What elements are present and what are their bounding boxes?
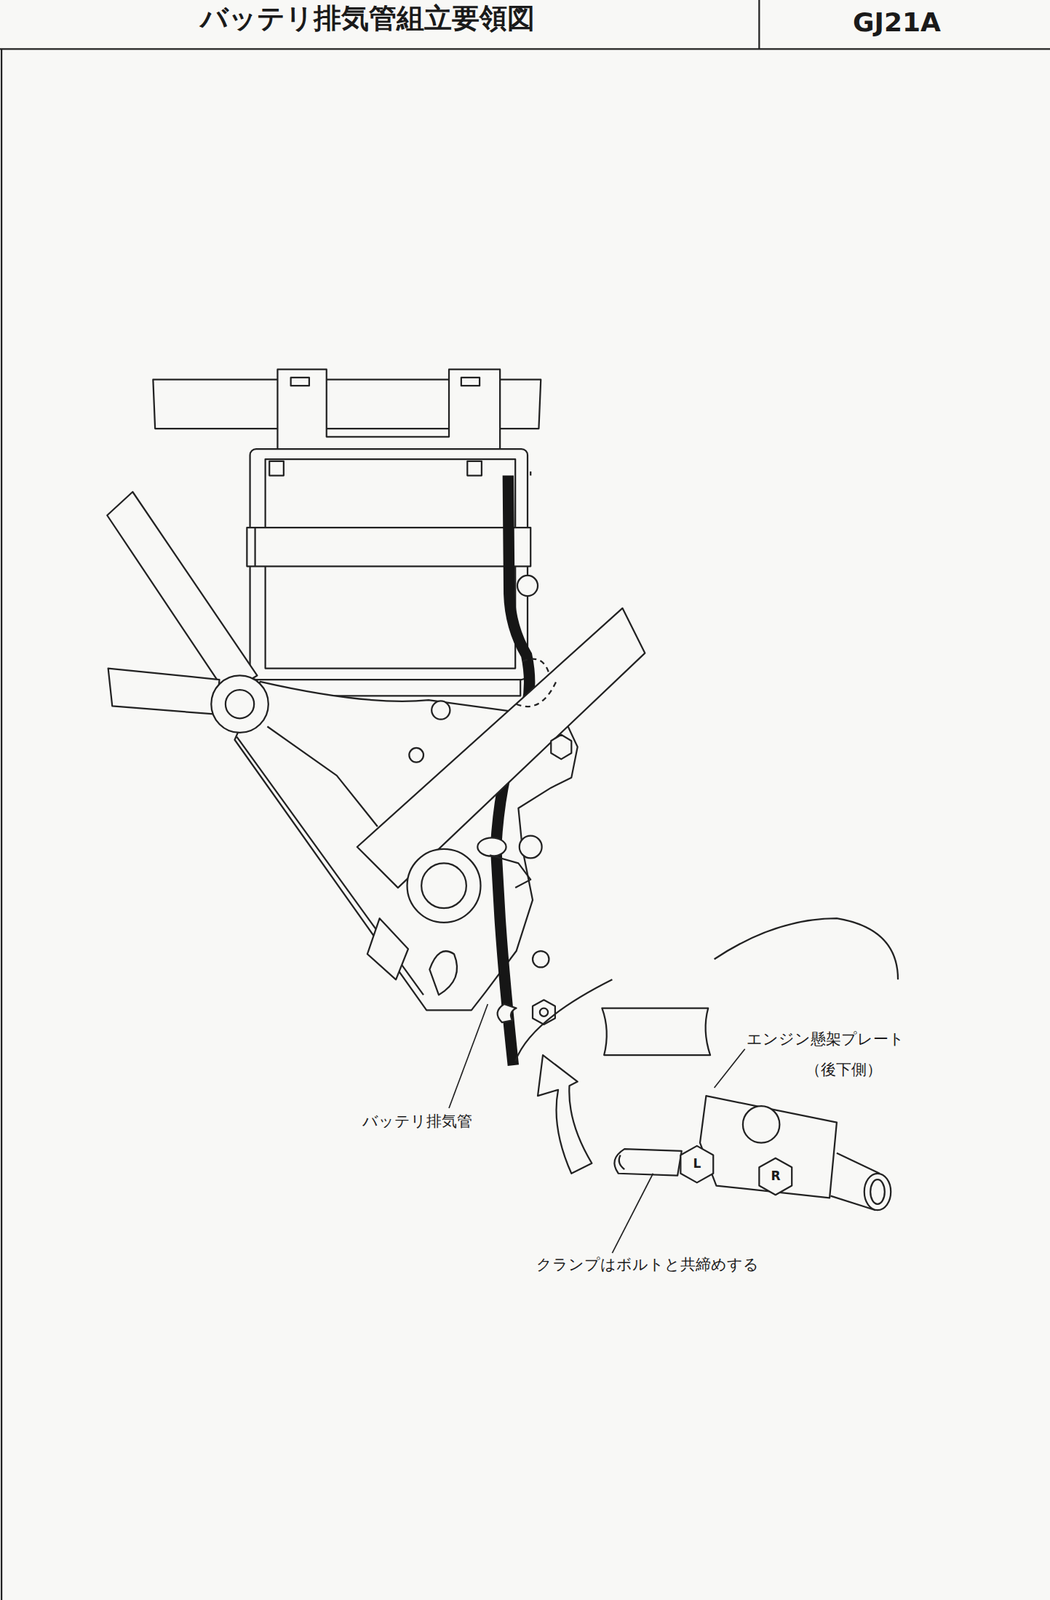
line-art bbox=[211, 675, 269, 733]
line-art bbox=[269, 461, 284, 476]
line-art bbox=[516, 659, 557, 707]
line-art bbox=[467, 461, 482, 476]
line-art bbox=[700, 1095, 837, 1198]
line-art bbox=[407, 849, 481, 923]
line-art bbox=[255, 527, 506, 567]
page-title: バッテリ排気管組立要領図 bbox=[198, 2, 537, 35]
line-art bbox=[225, 689, 254, 719]
part-label: クランプはボルトと共締めする bbox=[534, 1255, 761, 1274]
part-label: エンジン懸架プレート bbox=[745, 1030, 906, 1048]
line-art bbox=[742, 1106, 780, 1143]
line-art bbox=[421, 862, 467, 909]
line-art bbox=[108, 668, 220, 715]
line-art bbox=[357, 608, 645, 888]
line-art bbox=[537, 1055, 592, 1174]
line-art bbox=[477, 837, 506, 856]
line-art bbox=[532, 999, 556, 1025]
frame-drawing bbox=[106, 369, 578, 1011]
line-art bbox=[431, 700, 450, 719]
line-art bbox=[614, 1148, 682, 1176]
leader-line bbox=[448, 1004, 746, 1254]
line-art bbox=[291, 377, 310, 386]
line-art bbox=[429, 951, 457, 995]
line-art bbox=[680, 1146, 714, 1183]
line-art bbox=[864, 1173, 891, 1211]
line-art bbox=[519, 836, 543, 859]
line-art bbox=[517, 575, 538, 596]
line-art bbox=[277, 369, 500, 452]
line-art bbox=[408, 748, 424, 763]
line-art bbox=[529, 471, 532, 476]
line-art bbox=[448, 1004, 488, 1109]
line-art bbox=[497, 1004, 517, 1023]
part-label: バッテリ排気管 bbox=[360, 1112, 474, 1131]
part-label: （後下側） bbox=[804, 1060, 884, 1079]
line-art bbox=[758, 1158, 792, 1195]
model-code: GJ21A bbox=[851, 7, 943, 38]
line-art bbox=[246, 527, 531, 567]
line-art bbox=[489, 854, 531, 888]
bolt-mark: R bbox=[770, 1169, 781, 1184]
line-art bbox=[550, 734, 572, 760]
line-art bbox=[539, 1008, 548, 1017]
line-art bbox=[714, 1049, 746, 1088]
line-art bbox=[601, 1008, 711, 1056]
line-art bbox=[461, 377, 480, 386]
bolt-mark: L bbox=[693, 1156, 702, 1172]
line-art bbox=[611, 1173, 653, 1254]
line-art bbox=[619, 1155, 625, 1171]
frame-drawing-front bbox=[357, 575, 898, 1174]
line-art bbox=[367, 918, 409, 980]
line-art bbox=[532, 951, 549, 968]
detail-drawing bbox=[614, 1095, 891, 1211]
line-art bbox=[870, 1179, 885, 1205]
line-art bbox=[106, 491, 257, 695]
